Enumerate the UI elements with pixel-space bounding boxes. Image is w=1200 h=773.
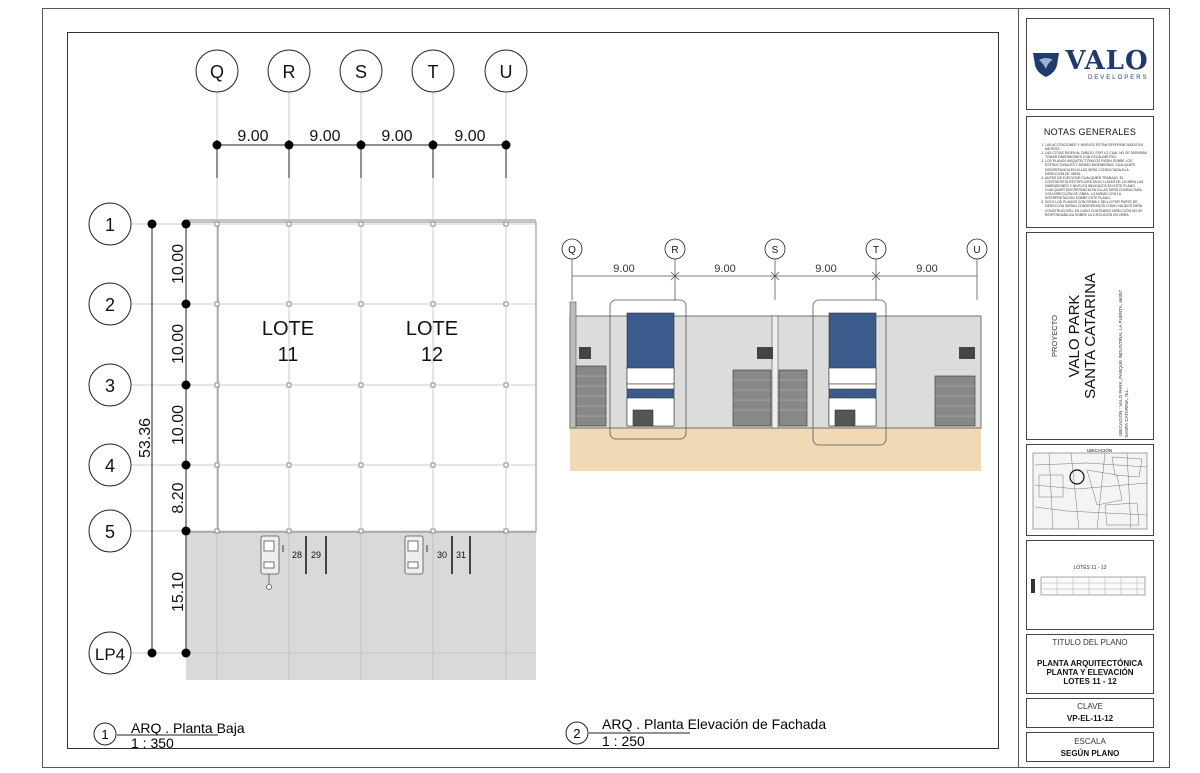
shield-icon — [1033, 53, 1060, 77]
ground-strip — [570, 428, 981, 471]
row-label-2: 2 — [105, 295, 115, 315]
row-dimension: 10.00 — [170, 324, 187, 364]
facade-highlight-outline — [609, 299, 687, 440]
elevation-dimension-line — [571, 259, 978, 300]
drawing-title-line3: LOTES 11 - 12 — [1063, 677, 1117, 686]
project-location-line2: SANTA CATARINA, N.L. — [1124, 388, 1129, 438]
key-plan-label: LOTES 11 - 12 — [1073, 565, 1107, 571]
row-dimension-lines — [151, 224, 187, 653]
title-block — [1018, 8, 1171, 768]
parking-number: 30 — [437, 550, 447, 560]
view-title: ARQ . Planta Elevación de Fachada — [602, 716, 826, 732]
elevation-dimension: 9.00 — [714, 263, 735, 275]
guard-booth — [260, 535, 424, 590]
column-dimension: 9.00 — [381, 128, 412, 145]
row-label-4: 4 — [105, 456, 115, 476]
sheet-key-label: CLAVE — [1077, 702, 1103, 711]
elevation-dimension: 9.00 — [613, 263, 634, 275]
column-label-t: T — [428, 62, 439, 82]
note-item: LAS COTAS RIGEN AL DIBUJO, POR LO CUAL N… — [1045, 151, 1147, 159]
scale-label: ESCALA — [1074, 737, 1106, 746]
elevation-dimension: 9.00 — [916, 263, 937, 275]
row-dimension: 15.10 — [170, 572, 187, 612]
lot-label-number: 12 — [421, 344, 443, 366]
row-label-3: 3 — [105, 376, 115, 396]
notes-title: NOTAS GENERALES — [1043, 127, 1137, 137]
project-name-line1: VALO PARK — [1066, 295, 1083, 378]
column-label-q: Q — [210, 62, 224, 82]
view-number: 2 — [573, 726, 580, 741]
row-bubbles — [88, 202, 132, 675]
note-item: LAS ACOTACIONES Y NIVELES ESTÁN REFERENC… — [1045, 143, 1147, 151]
view-scale: 1 : 250 — [602, 733, 645, 749]
note-item: SOLO LOS PLANOS CON FIRMA Y SELLO POR PA… — [1045, 200, 1147, 216]
drawing-viewport-frame — [67, 32, 999, 749]
elevation-column-label: Q — [568, 245, 576, 256]
location-map: UBICACIÓN — [1026, 444, 1154, 536]
note-item: LOS PLANOS ARQUITECTÓNICOS RIGEN SOBRE L… — [1045, 159, 1147, 175]
floor-plan-drawing: Q R S T U 9.00 9.00 9.00 9.00 1 2 3 4 5 … — [88, 49, 988, 751]
scale-value: SEGÚN PLANO — [1060, 749, 1120, 758]
column-dimension: 9.00 — [454, 128, 485, 145]
column-dimension: 9.00 — [309, 128, 340, 145]
vent-grilles — [579, 347, 975, 359]
parking-number: 28 — [292, 550, 302, 560]
drawing-title-label: TITULO DEL PLANO — [1052, 638, 1128, 647]
parking-number: 29 — [311, 550, 321, 560]
column-label-u: U — [500, 62, 513, 82]
location-marker — [1069, 469, 1085, 485]
elevation-dimension: 9.00 — [815, 263, 836, 275]
row-label-lp4: LP4 — [95, 645, 125, 664]
elevation-column-label: R — [671, 245, 678, 256]
elevation-column-label: U — [973, 245, 980, 256]
general-notes: NOTAS GENERALES LAS ACOTACIONES Y NIVELE… — [1026, 116, 1154, 228]
column-label-r: R — [283, 62, 296, 82]
parking-number: 31 — [456, 550, 466, 560]
view-number-bubble — [565, 721, 589, 745]
view-number-bubble — [93, 722, 117, 746]
project-label: PROYECTO — [1050, 315, 1059, 357]
lot-label-word: LOTE — [262, 318, 314, 340]
row-label-1: 1 — [105, 215, 115, 235]
lot-label-word: LOTE — [406, 318, 458, 340]
project-info: PROYECTO VALO PARK SANTA CATARINA UBICAC… — [1026, 232, 1154, 440]
logo-wordmark: VALO — [1065, 45, 1149, 76]
column-bubbles — [195, 49, 528, 93]
row-dimension: 8.20 — [170, 482, 187, 513]
note-item: ANTES DE EJECUTAR CUALQUIER TRABAJO, EL … — [1045, 176, 1147, 201]
row-dimension: 10.00 — [170, 405, 187, 445]
drawing-title-line2: PLANTA Y ELEVACIÓN — [1046, 668, 1134, 677]
elevation-column-label: T — [873, 245, 879, 256]
project-name-line2: SANTA CATARINA — [1082, 273, 1099, 399]
view-title: ARQ . Planta Baja — [131, 720, 245, 736]
view-number: 1 — [101, 727, 108, 742]
facade-highlight-outline — [812, 299, 887, 446]
column-dimension-line — [212, 140, 511, 178]
elevation-column-label: S — [772, 245, 779, 256]
total-dimension: 53.36 — [137, 418, 154, 458]
scale-box: ESCALA SEGÚN PLANO — [1026, 732, 1154, 762]
sheet-key-box: CLAVE VP-EL-11-12 — [1026, 698, 1154, 728]
elevation-column-bubbles — [561, 238, 988, 260]
drawing-title-box: TITULO DEL PLANO PLANTA ARQUITECTÓNICA P… — [1026, 634, 1154, 694]
view-scale: 1 : 350 — [131, 735, 174, 751]
column-label-s: S — [355, 62, 367, 82]
lot-label-number: 11 — [278, 344, 299, 366]
project-location-line1: UBICACIÓN : VALO PARK, PARQUE INDUSTRIAL… — [1117, 289, 1123, 436]
row-dimension: 10.00 — [170, 244, 187, 284]
logo-subtitle: DEVELOPERS — [1087, 74, 1149, 81]
sheet-key-value: VP-EL-11-12 — [1066, 714, 1114, 723]
row-label-5: 5 — [105, 522, 115, 542]
drawing-sheet-border — [42, 8, 1170, 768]
key-plan: LOTES 11 - 12 — [1026, 540, 1154, 630]
column-dimension: 9.00 — [237, 128, 268, 145]
map-label: UBICACIÓN — [1087, 447, 1112, 453]
company-logo: VALO DEVELOPERS — [1026, 18, 1154, 110]
drawing-title-line1: PLANTA ARQUITECTÓNICA — [1037, 659, 1143, 668]
